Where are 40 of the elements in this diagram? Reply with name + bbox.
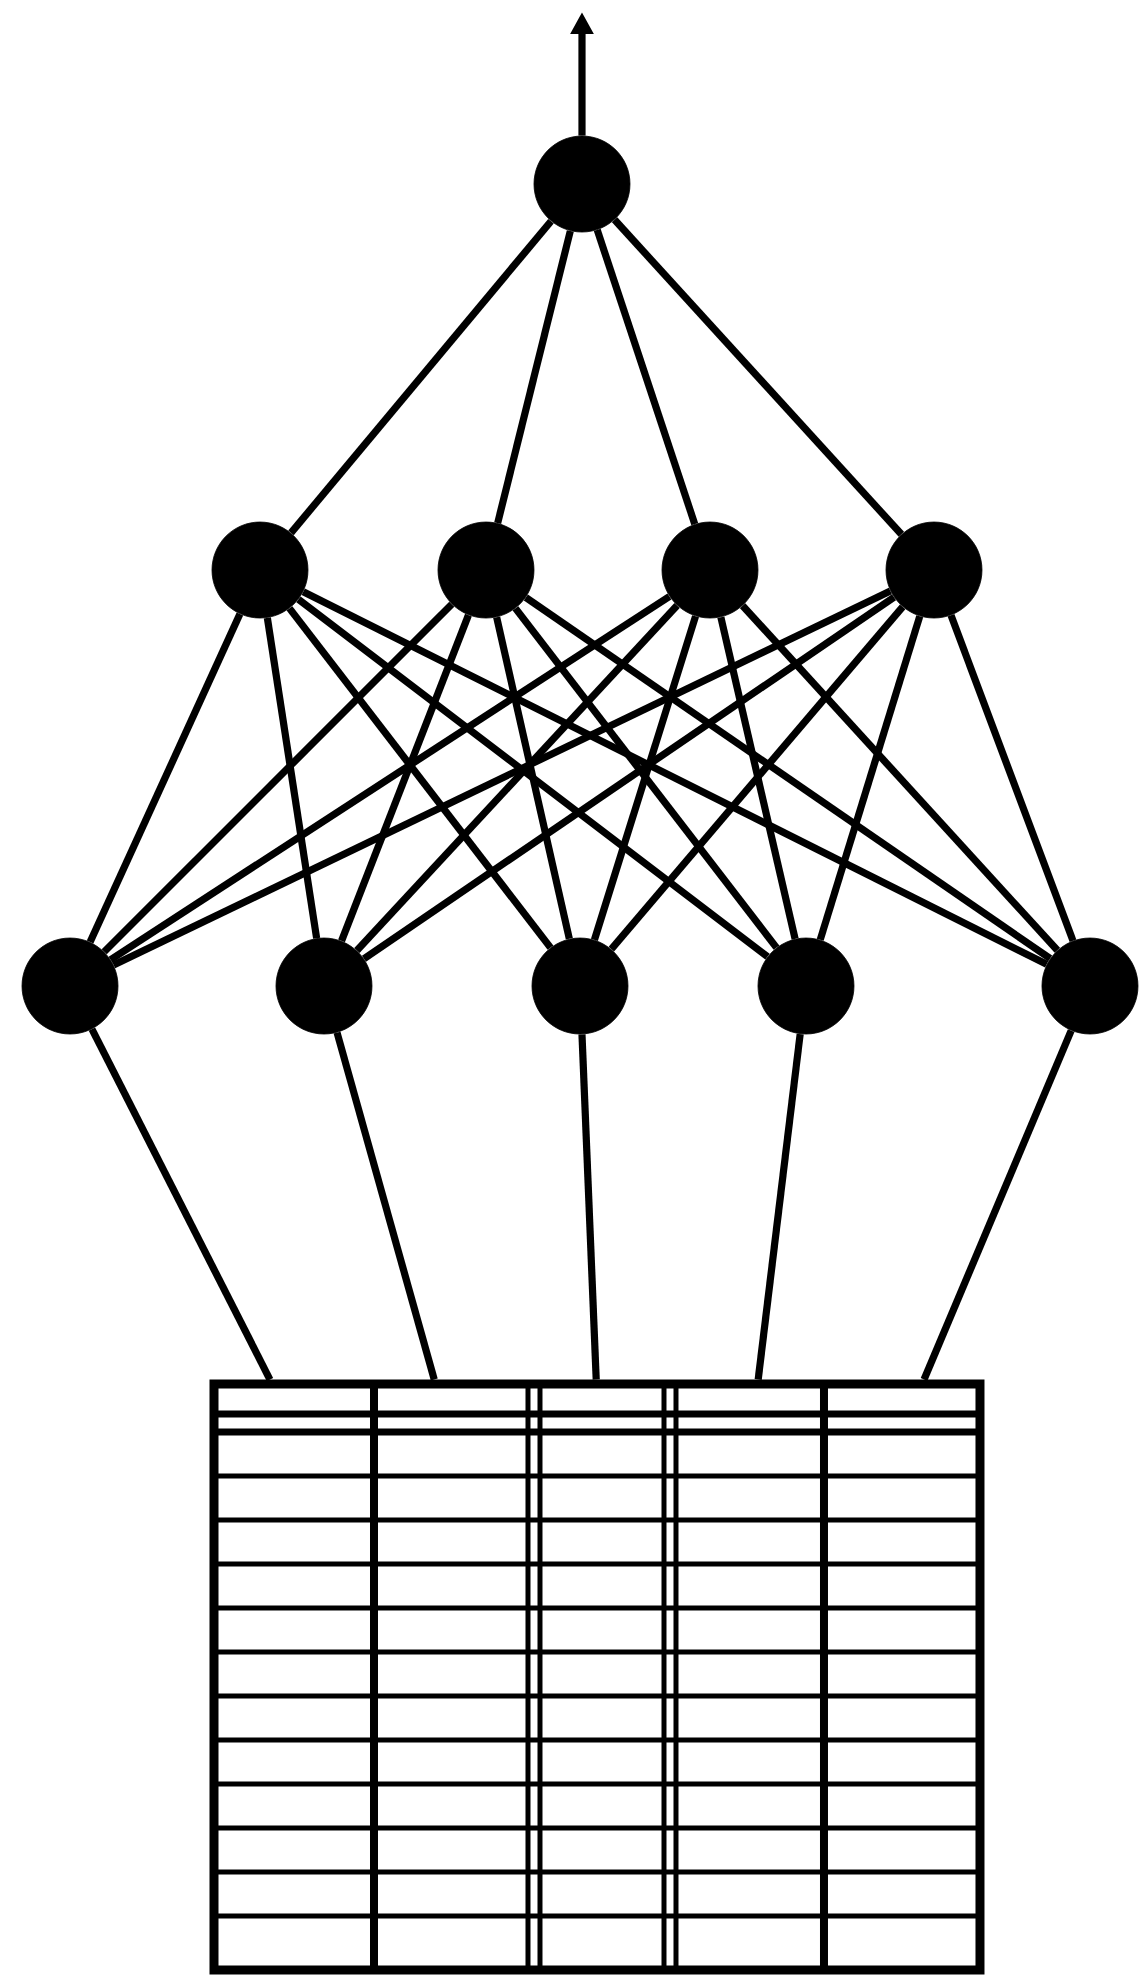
- connection-line: [86, 612, 244, 944]
- connection-line: [512, 606, 780, 950]
- neuron-circle: [885, 521, 983, 619]
- connection-line: [361, 594, 897, 962]
- connection-line: [354, 603, 680, 953]
- connection-line: [523, 594, 1053, 962]
- connection-line: [717, 616, 799, 940]
- connection-line: [591, 615, 699, 941]
- connection-line: [494, 230, 574, 524]
- connection-line: [947, 614, 1077, 942]
- neuron-circle: [757, 937, 855, 1035]
- connection-line: [112, 587, 892, 969]
- neuron-circle: [661, 521, 759, 619]
- connection-line: [608, 604, 906, 952]
- connection-line: [101, 601, 455, 955]
- neuron-circle: [531, 937, 629, 1035]
- connection-line: [593, 228, 699, 526]
- connection-line: [920, 1029, 1075, 1381]
- connection-line: [493, 616, 573, 940]
- neuron-circle: [437, 521, 535, 619]
- data-table: [209, 1379, 985, 1975]
- neuron-circle: [533, 135, 631, 233]
- connection-line: [288, 218, 554, 536]
- connection-line: [611, 217, 905, 537]
- connection-line: [286, 606, 554, 950]
- connection-line: [338, 613, 472, 943]
- neuron-circle: [275, 937, 373, 1035]
- connection-line: [816, 615, 924, 941]
- connection-line: [108, 593, 672, 963]
- neuron-circle: [211, 521, 309, 619]
- connection-line: [88, 1027, 274, 1382]
- neuron-circle: [21, 937, 119, 1035]
- connection-line: [578, 1034, 600, 1380]
- connection-line: [301, 588, 1049, 968]
- connection-line: [754, 1033, 804, 1380]
- connection-line: [739, 603, 1060, 953]
- connection-line: [296, 596, 770, 960]
- connection-line: [263, 617, 321, 939]
- neuron-circle: [1041, 937, 1139, 1035]
- connection-line: [333, 1031, 438, 1381]
